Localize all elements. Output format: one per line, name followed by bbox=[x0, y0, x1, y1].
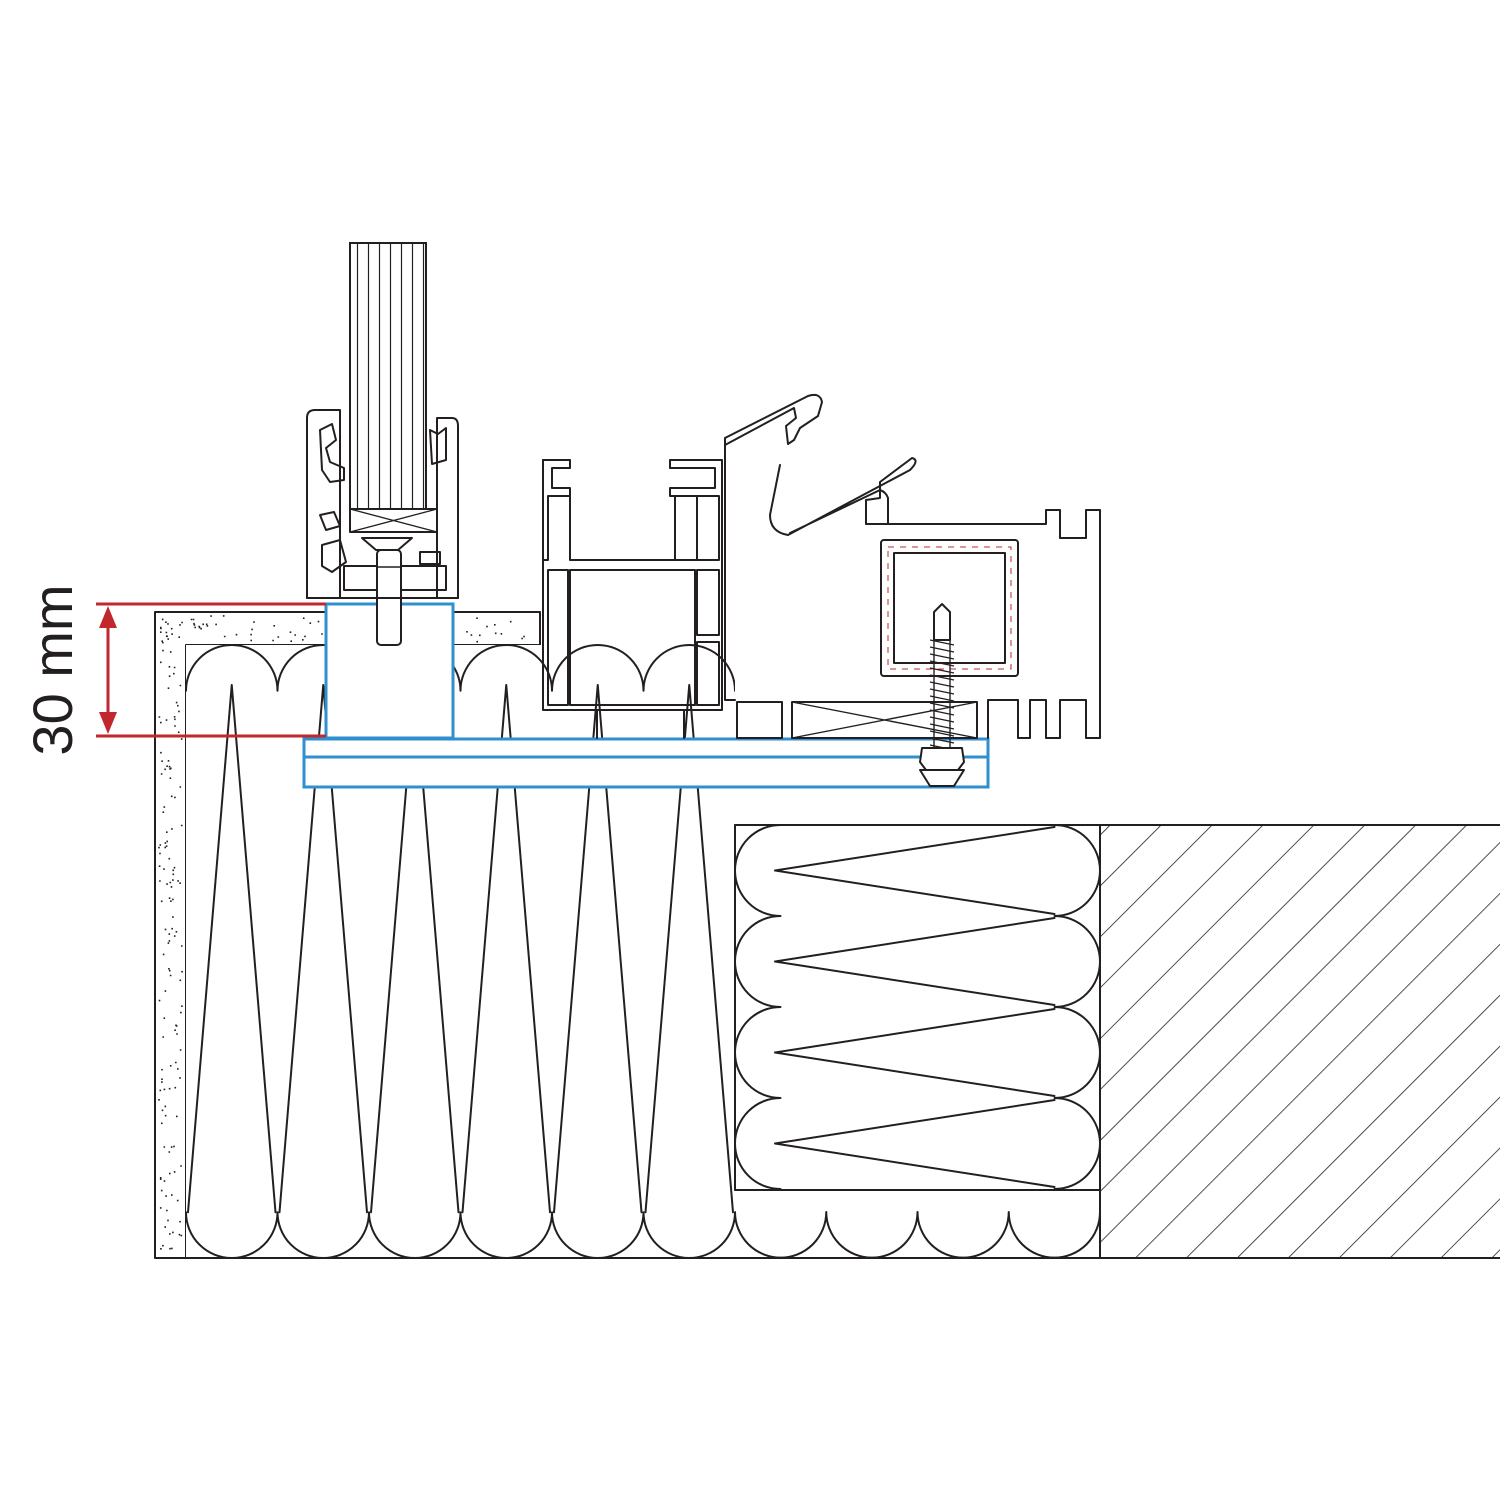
screw-thread-lines bbox=[929, 639, 955, 751]
insulation-horizontal bbox=[734, 824, 1101, 1259]
masonry-wall bbox=[1099, 824, 1500, 1259]
glass-pane bbox=[349, 242, 438, 533]
sash-profile bbox=[724, 393, 1101, 739]
window-frame-profile bbox=[542, 459, 723, 739]
sliding-rail-profile bbox=[306, 409, 459, 646]
insulation-bottom-loops bbox=[735, 1211, 1100, 1259]
fixing-screw bbox=[919, 603, 965, 787]
insulation-fold-lines-right bbox=[735, 825, 1100, 1190]
dimension-30mm: 30 mm bbox=[21, 584, 326, 756]
dimension-label: 30 mm bbox=[21, 584, 84, 755]
installation-profile bbox=[302, 602, 990, 789]
